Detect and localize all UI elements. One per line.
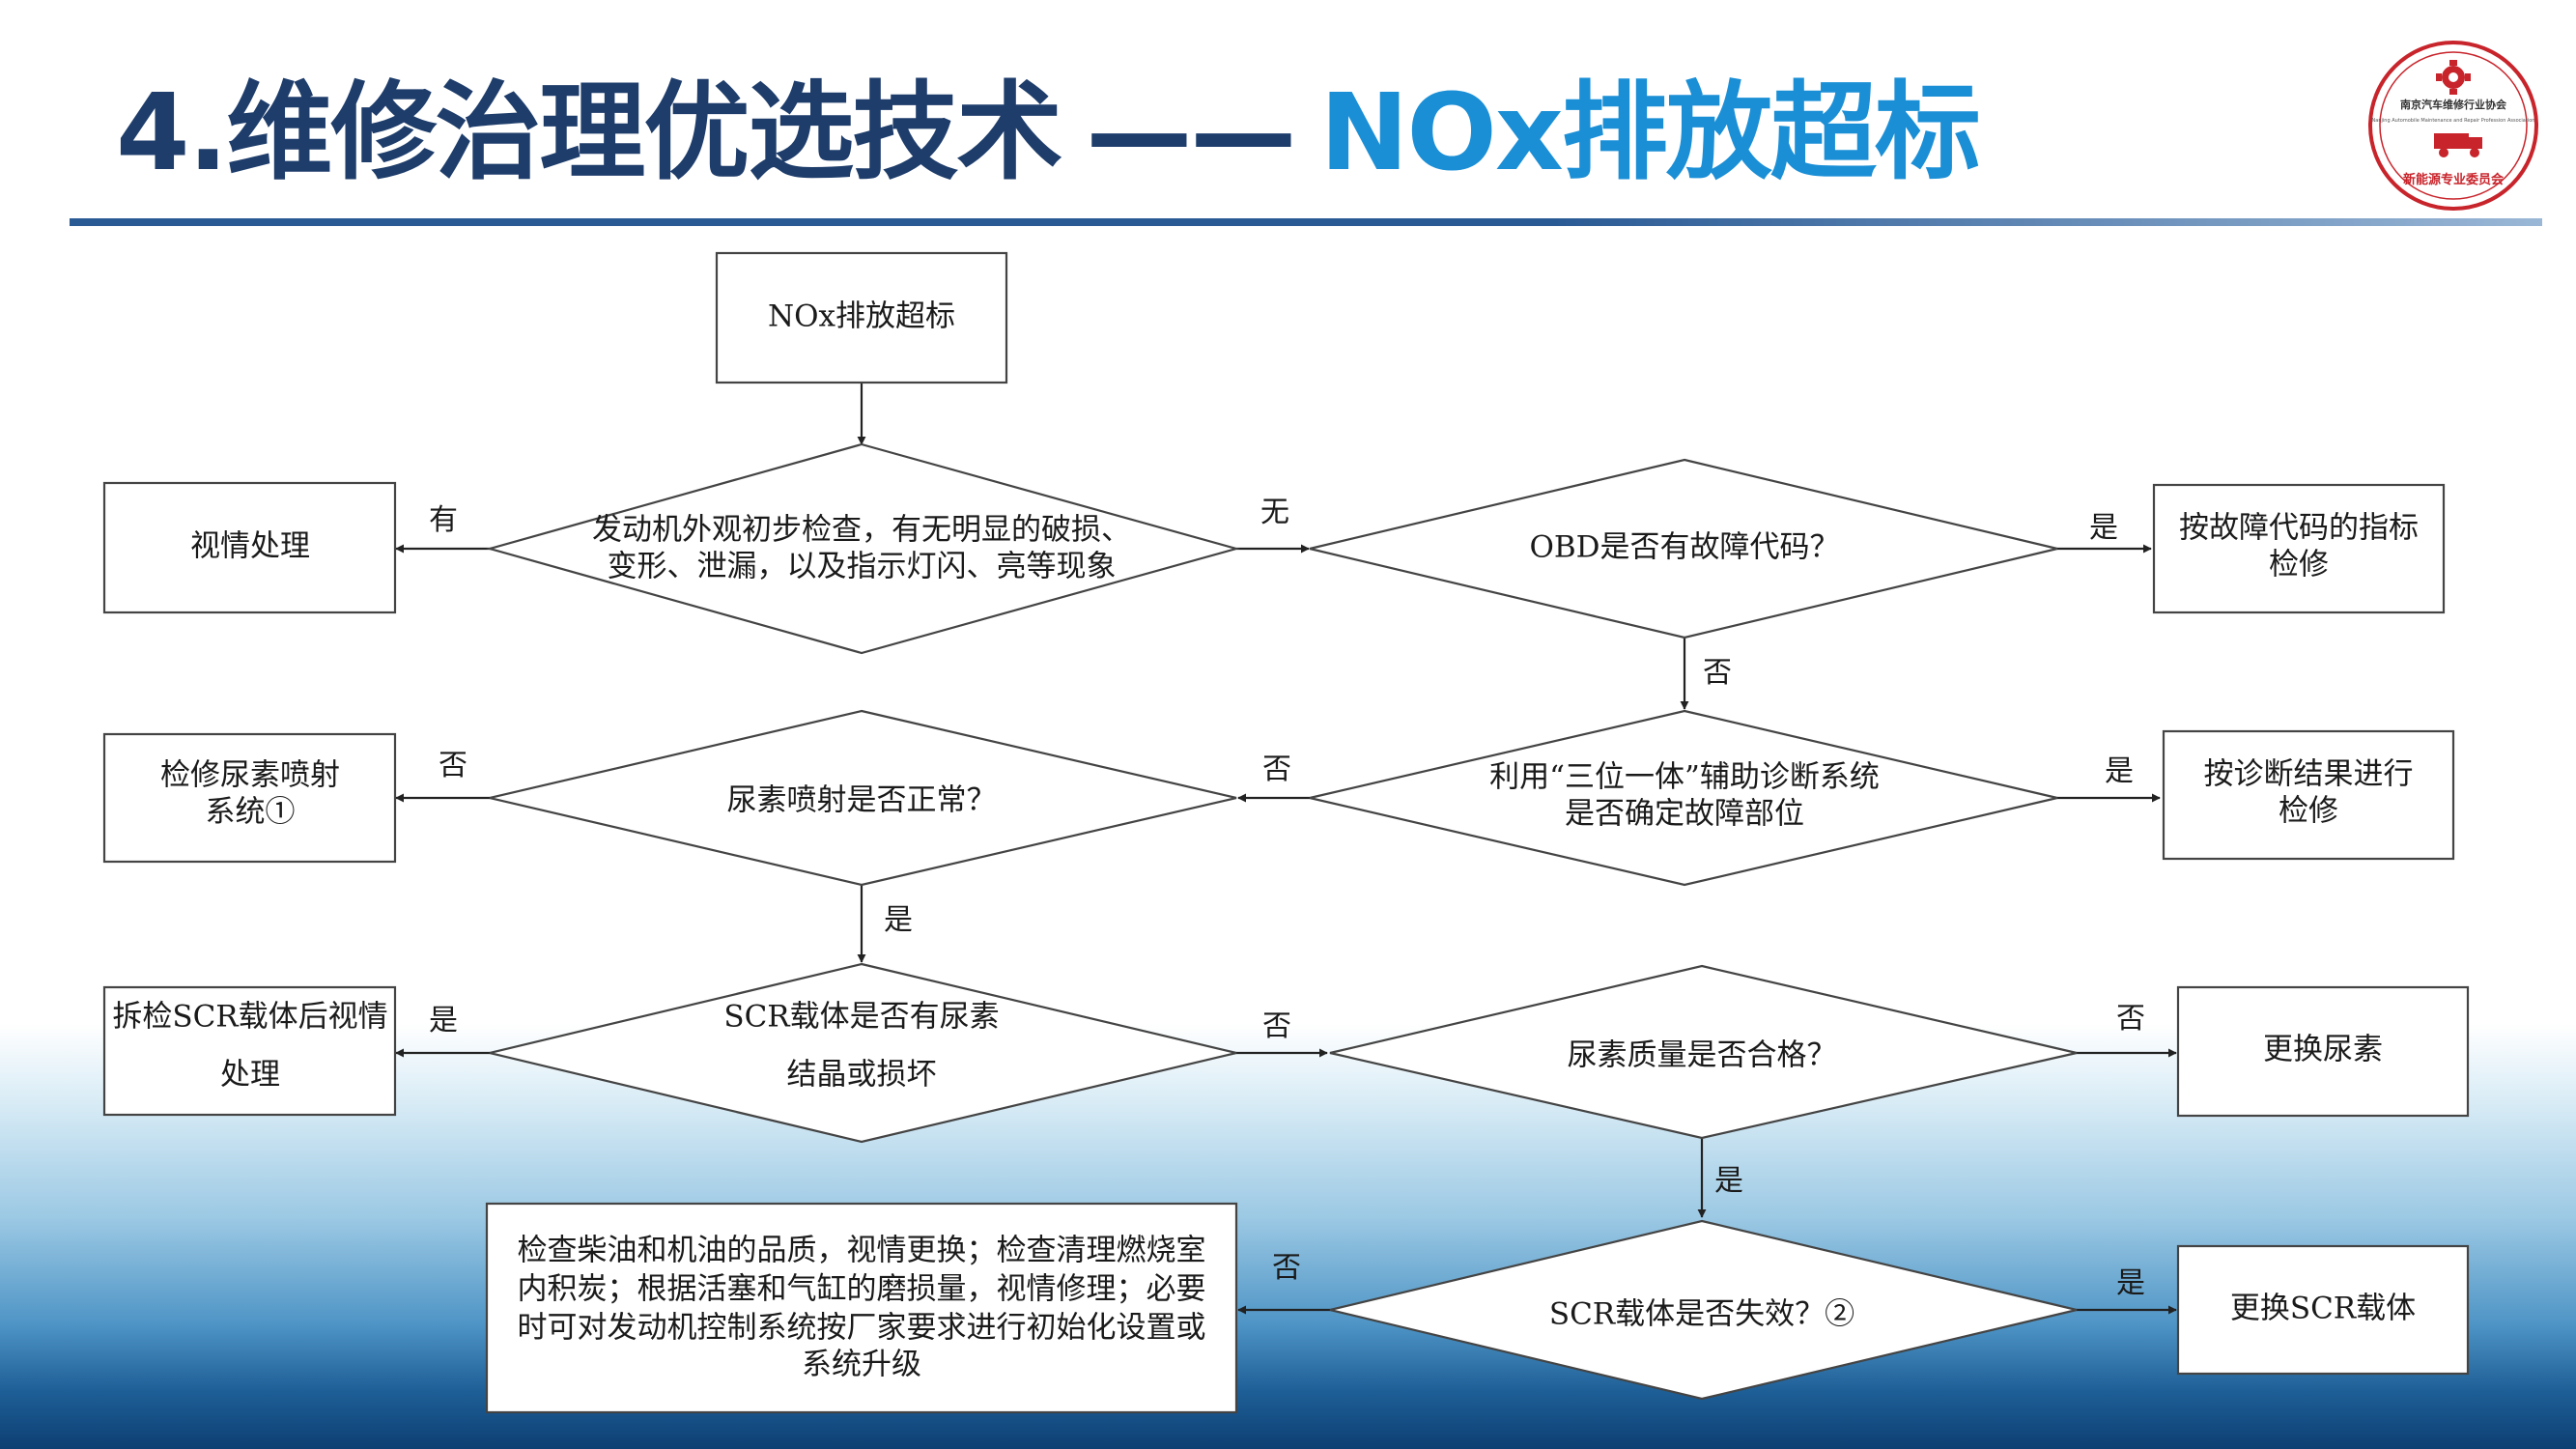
label-urea-quality-no: 否 (2116, 1002, 2145, 1036)
node-disassemble-scr-line-2: 处理 (220, 1058, 280, 1093)
node-disassemble-scr: 拆检SCR载体后视情 处理 (102, 985, 397, 1117)
node-appearance-check: 发动机外观初步检查，有无明显的破损、 变形、泄漏，以及指示灯闪、亮等现象 (485, 442, 1241, 655)
node-obd-code-label: OBD是否有故障代码？ (1529, 530, 1839, 565)
node-check-fuel-oil-line-4: 系统升级 (802, 1348, 921, 1382)
label-urea-quality-yes: 是 (1714, 1164, 1743, 1198)
label-obd-no: 否 (1703, 656, 1732, 690)
node-check-urea-system-line-1: 检修尿素喷射 (160, 758, 340, 793)
label-scr-failed-yes: 是 (2116, 1266, 2145, 1300)
node-check-fuel-oil-line-2: 内积炭；根据活塞和气缸的磨损量，视情修理；必要 (518, 1272, 1206, 1307)
node-three-in-one-line-2: 是否确定故障部位 (1565, 797, 1804, 832)
label-obd-yes: 是 (2089, 511, 2118, 545)
node-three-in-one-line-1: 利用“三位一体”辅助诊断系统 (1489, 760, 1880, 795)
logo-english-text: Nanjing Automobile Maintenance and Repai… (2372, 118, 2535, 124)
logo-bottom-text: 新能源专业委员会 (2403, 172, 2505, 187)
node-repair-by-diagnosis: 按诊断结果进行 检修 (2162, 729, 2455, 861)
node-visual-handle-label: 视情处理 (190, 529, 310, 564)
node-repair-by-code: 按故障代码的指标 检修 (2152, 483, 2446, 614)
label-three-yes: 是 (2105, 754, 2134, 788)
node-replace-urea: 更换尿素 (2176, 985, 2470, 1118)
edge-labels: 有 无 是 否 是 否 否 是 是 否 否 是 是 否 (429, 496, 2145, 1300)
node-visual-handle: 视情处理 (102, 481, 397, 614)
node-urea-quality: 尿素质量是否合格？ (1329, 964, 2078, 1140)
node-repair-by-code-line-2: 检修 (2269, 548, 2329, 582)
association-logo: 南京汽车维修行业协会 Nanjing Automobile Maintenanc… (2368, 41, 2538, 211)
label-appearance-no: 无 (1260, 496, 1289, 529)
title-underline (70, 218, 2542, 226)
logo-top-text: 南京汽车维修行业协会 (2400, 98, 2507, 111)
label-urea-inj-no: 否 (439, 749, 467, 782)
node-start-label: NOx排放超标 (768, 299, 955, 334)
node-scr-failed: SCR载体是否失效？② (1329, 1219, 2078, 1401)
node-start: NOx排放超标 (715, 251, 1008, 384)
node-check-urea-system-line-2: 系统① (206, 795, 296, 830)
node-appearance-line-2: 变形、泄漏，以及指示灯闪、亮等现象 (608, 550, 1117, 584)
label-scr-crystal-no: 否 (1262, 1009, 1291, 1043)
node-urea-injection-normal: 尿素喷射是否正常？ (489, 709, 1237, 887)
node-repair-by-diagnosis-line-2: 检修 (2279, 794, 2338, 829)
node-scr-crystal: SCR载体是否有尿素 结晶或损坏 (489, 962, 1237, 1144)
node-repair-by-diagnosis-line-1: 按诊断结果进行 (2204, 757, 2414, 792)
flow-edges (395, 384, 2177, 1315)
node-three-in-one: 利用“三位一体”辅助诊断系统 是否确定故障部位 (1309, 709, 2058, 887)
label-three-no: 否 (1262, 753, 1291, 786)
title-separator: —— (1086, 71, 1296, 194)
node-replace-scr-label: 更换SCR载体 (2230, 1292, 2416, 1326)
title-subtitle: NOx排放超标 (1319, 71, 1981, 194)
node-check-urea-system: 检修尿素喷射 系统① (102, 732, 397, 864)
label-appearance-yes: 有 (429, 503, 458, 537)
node-scr-crystal-line-2: 结晶或损坏 (787, 1058, 937, 1093)
label-urea-inj-yes: 是 (884, 903, 913, 937)
node-check-fuel-oil: 检查柴油和机油的品质，视情更换；检查清理燃烧室 内积炭；根据活塞和气缸的磨损量，… (485, 1202, 1238, 1414)
node-replace-scr: 更换SCR载体 (2176, 1244, 2470, 1376)
node-urea-quality-label: 尿素质量是否合格？ (1568, 1038, 1837, 1073)
node-appearance-line-1: 发动机外观初步检查，有无明显的破损、 (592, 513, 1131, 548)
page-title: 4.维修治理优选技术——NOx排放超标 (116, 60, 1981, 205)
node-check-fuel-oil-line-3: 时可对发动机控制系统按厂家要求进行初始化设置或 (518, 1311, 1206, 1346)
node-obd-code: OBD是否有故障代码？ (1309, 458, 2058, 639)
node-repair-by-code-line-1: 按故障代码的指标 (2179, 511, 2419, 546)
title-main: 4.维修治理优选技术 (116, 71, 1062, 194)
node-replace-urea-label: 更换尿素 (2263, 1033, 2383, 1067)
node-check-fuel-oil-line-1: 检查柴油和机油的品质，视情更换；检查清理燃烧室 (518, 1234, 1206, 1268)
node-scr-failed-label: SCR载体是否失效？② (1549, 1297, 1854, 1332)
node-scr-crystal-line-1: SCR载体是否有尿素 (723, 1000, 999, 1035)
node-urea-injection-normal-label: 尿素喷射是否正常？ (727, 783, 997, 818)
label-scr-failed-no: 否 (1272, 1251, 1301, 1285)
node-disassemble-scr-line-1: 拆检SCR载体后视情 (112, 1000, 387, 1035)
label-scr-crystal-yes: 是 (429, 1004, 458, 1037)
